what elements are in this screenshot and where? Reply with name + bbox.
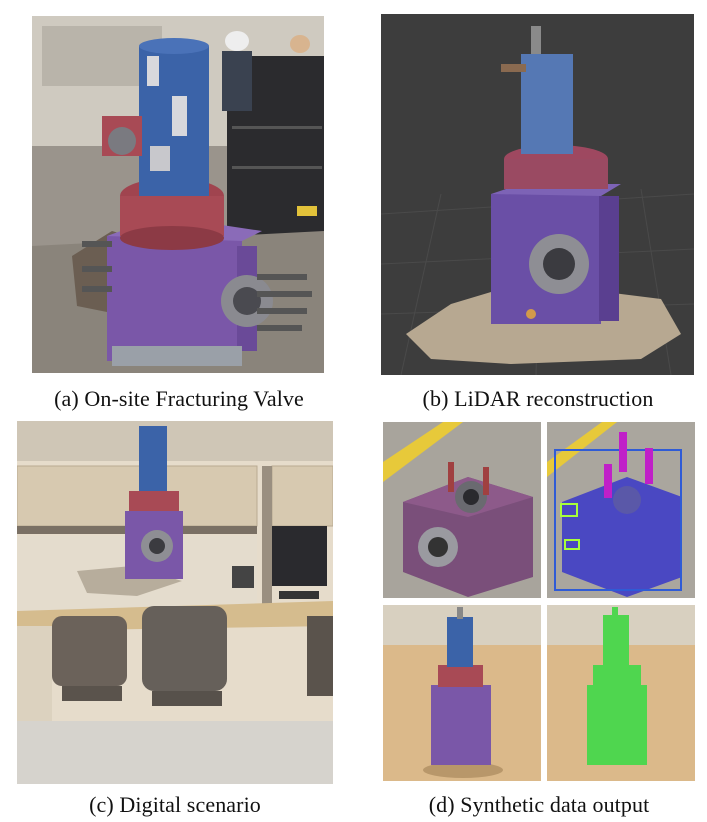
panel-d-bottomright-image: [547, 605, 695, 781]
panel-c-caption: (c) Digital scenario: [89, 792, 261, 817]
panel-a-image: [32, 16, 324, 373]
panel-a-caption: (a) On-site Fracturing Valve: [54, 386, 304, 411]
panel-d-bottomleft-image: [383, 605, 541, 781]
panel-b-caption: (b) LiDAR reconstruction: [422, 386, 654, 411]
panel-c-image: [17, 421, 333, 784]
panel-d-caption: (d) Synthetic data output: [428, 792, 650, 817]
panel-d-topright-image: [547, 422, 695, 598]
panel-d-topleft-image: [383, 422, 541, 598]
panel-b-image: [381, 14, 694, 375]
